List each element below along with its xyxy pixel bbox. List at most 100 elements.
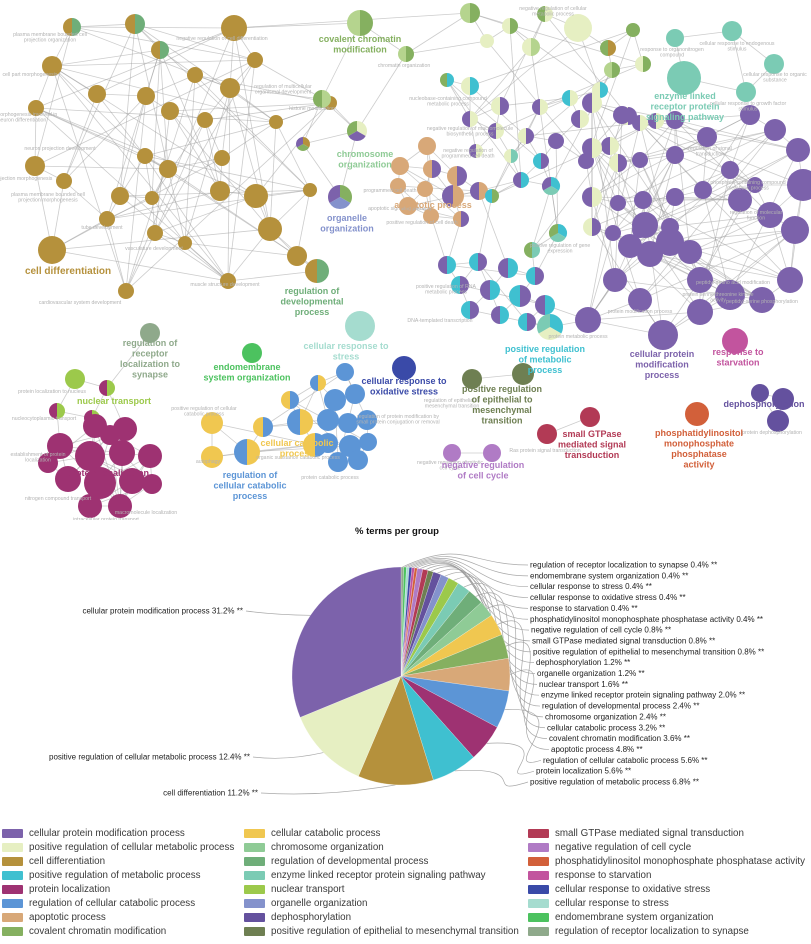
network-node — [787, 169, 811, 201]
network-node — [604, 62, 612, 78]
network-node — [520, 285, 531, 307]
network-node-segment — [542, 177, 551, 191]
network-node — [781, 216, 809, 244]
network-node — [247, 439, 260, 465]
network-node — [313, 90, 322, 108]
network-node — [476, 144, 483, 158]
term-label: muscle structure development — [190, 282, 260, 288]
network-node — [541, 153, 549, 169]
legend-item: cellular response to oxidative stress — [528, 882, 809, 896]
term-label: protein metabolic process — [548, 334, 608, 340]
network-node — [38, 453, 58, 473]
pie-slice-label: small GTPase mediated signal transductio… — [532, 636, 715, 645]
network-node — [135, 14, 145, 34]
legend-swatch — [244, 912, 265, 922]
network-node — [470, 301, 479, 319]
network-node — [57, 403, 65, 419]
network-node — [626, 23, 640, 37]
term-label: autophagy — [196, 459, 221, 465]
network-node — [56, 173, 72, 189]
network-node — [348, 450, 368, 470]
legend-swatch — [528, 856, 549, 866]
legend-swatch — [528, 898, 549, 908]
network-node-segment — [347, 121, 357, 136]
network-node — [423, 208, 439, 224]
legend-swatch — [244, 856, 265, 866]
cluster-label: dephosphorylation — [724, 399, 805, 409]
network-node — [545, 295, 555, 315]
network-nodes — [25, 3, 811, 518]
network-node — [526, 128, 534, 144]
network-node — [694, 181, 712, 199]
pie-slices — [291, 566, 511, 786]
legend-label: phosphatidylinositol monophosphate phosp… — [555, 855, 805, 867]
pie-slice-label: cellular protein modification process 31… — [82, 607, 243, 616]
network-node — [287, 409, 300, 435]
pie-slice-label: regulation of cellular catabolic process… — [543, 756, 708, 765]
network-node — [161, 102, 179, 120]
network-node — [721, 161, 739, 179]
pie-slice-label: response to starvation 0.4% ** — [530, 604, 638, 613]
legend-item: cellular catabolic process — [244, 826, 528, 840]
legend-label: negative regulation of cell cycle — [555, 841, 692, 853]
network-node — [666, 29, 684, 47]
network-node — [488, 123, 496, 139]
network-node — [55, 466, 81, 492]
network-node — [145, 191, 159, 205]
legend-label: enzyme linked receptor protein signaling… — [271, 869, 486, 881]
network-node — [504, 149, 511, 163]
legend-swatch — [528, 828, 549, 838]
network-node — [685, 402, 709, 426]
legend-swatch — [2, 884, 23, 894]
legend-label: organelle organization — [271, 897, 368, 909]
network-node — [72, 18, 81, 36]
network-node — [187, 67, 203, 83]
network-node-segment — [550, 233, 566, 243]
network-node — [667, 61, 701, 95]
network-node — [575, 307, 601, 333]
network-node — [600, 82, 608, 98]
network-node — [281, 391, 290, 409]
network-node — [178, 236, 192, 250]
network-node — [345, 311, 375, 341]
legend-item: endomembrane system organization — [528, 910, 809, 924]
pie-slice-label: cellular catabolic process 3.2% ** — [547, 723, 665, 732]
legend-label: nuclear transport — [271, 883, 345, 895]
network-node — [399, 197, 417, 215]
network-node — [524, 242, 532, 258]
network-node — [390, 178, 406, 194]
network-node — [197, 112, 213, 128]
network-node — [527, 313, 536, 331]
term-label: nitrogen compound transport — [25, 496, 92, 502]
network-node — [269, 115, 283, 129]
network-node — [336, 363, 354, 381]
pie-leader-lines — [245, 553, 550, 795]
pie-labels: regulation of receptor localization to s… — [49, 561, 764, 798]
network-node — [357, 410, 377, 430]
network-node — [500, 97, 509, 115]
network-node — [736, 82, 756, 102]
legend-swatch — [2, 912, 23, 922]
network-node — [234, 439, 247, 465]
term-label: peptidyl-serine phosphorylation — [726, 299, 798, 305]
network-node — [108, 494, 132, 518]
legend-item: enzyme linked receptor protein signaling… — [244, 868, 528, 882]
network-node — [570, 90, 578, 106]
legend-swatch — [528, 870, 549, 880]
network-node — [613, 106, 631, 124]
network-node — [137, 87, 155, 105]
network-node — [253, 417, 263, 437]
network-node — [310, 375, 318, 391]
network-node — [485, 189, 492, 203]
pie-slice-label: regulation of developmental process 2.4%… — [542, 702, 699, 711]
network-node — [478, 253, 487, 271]
network-node — [764, 119, 786, 141]
